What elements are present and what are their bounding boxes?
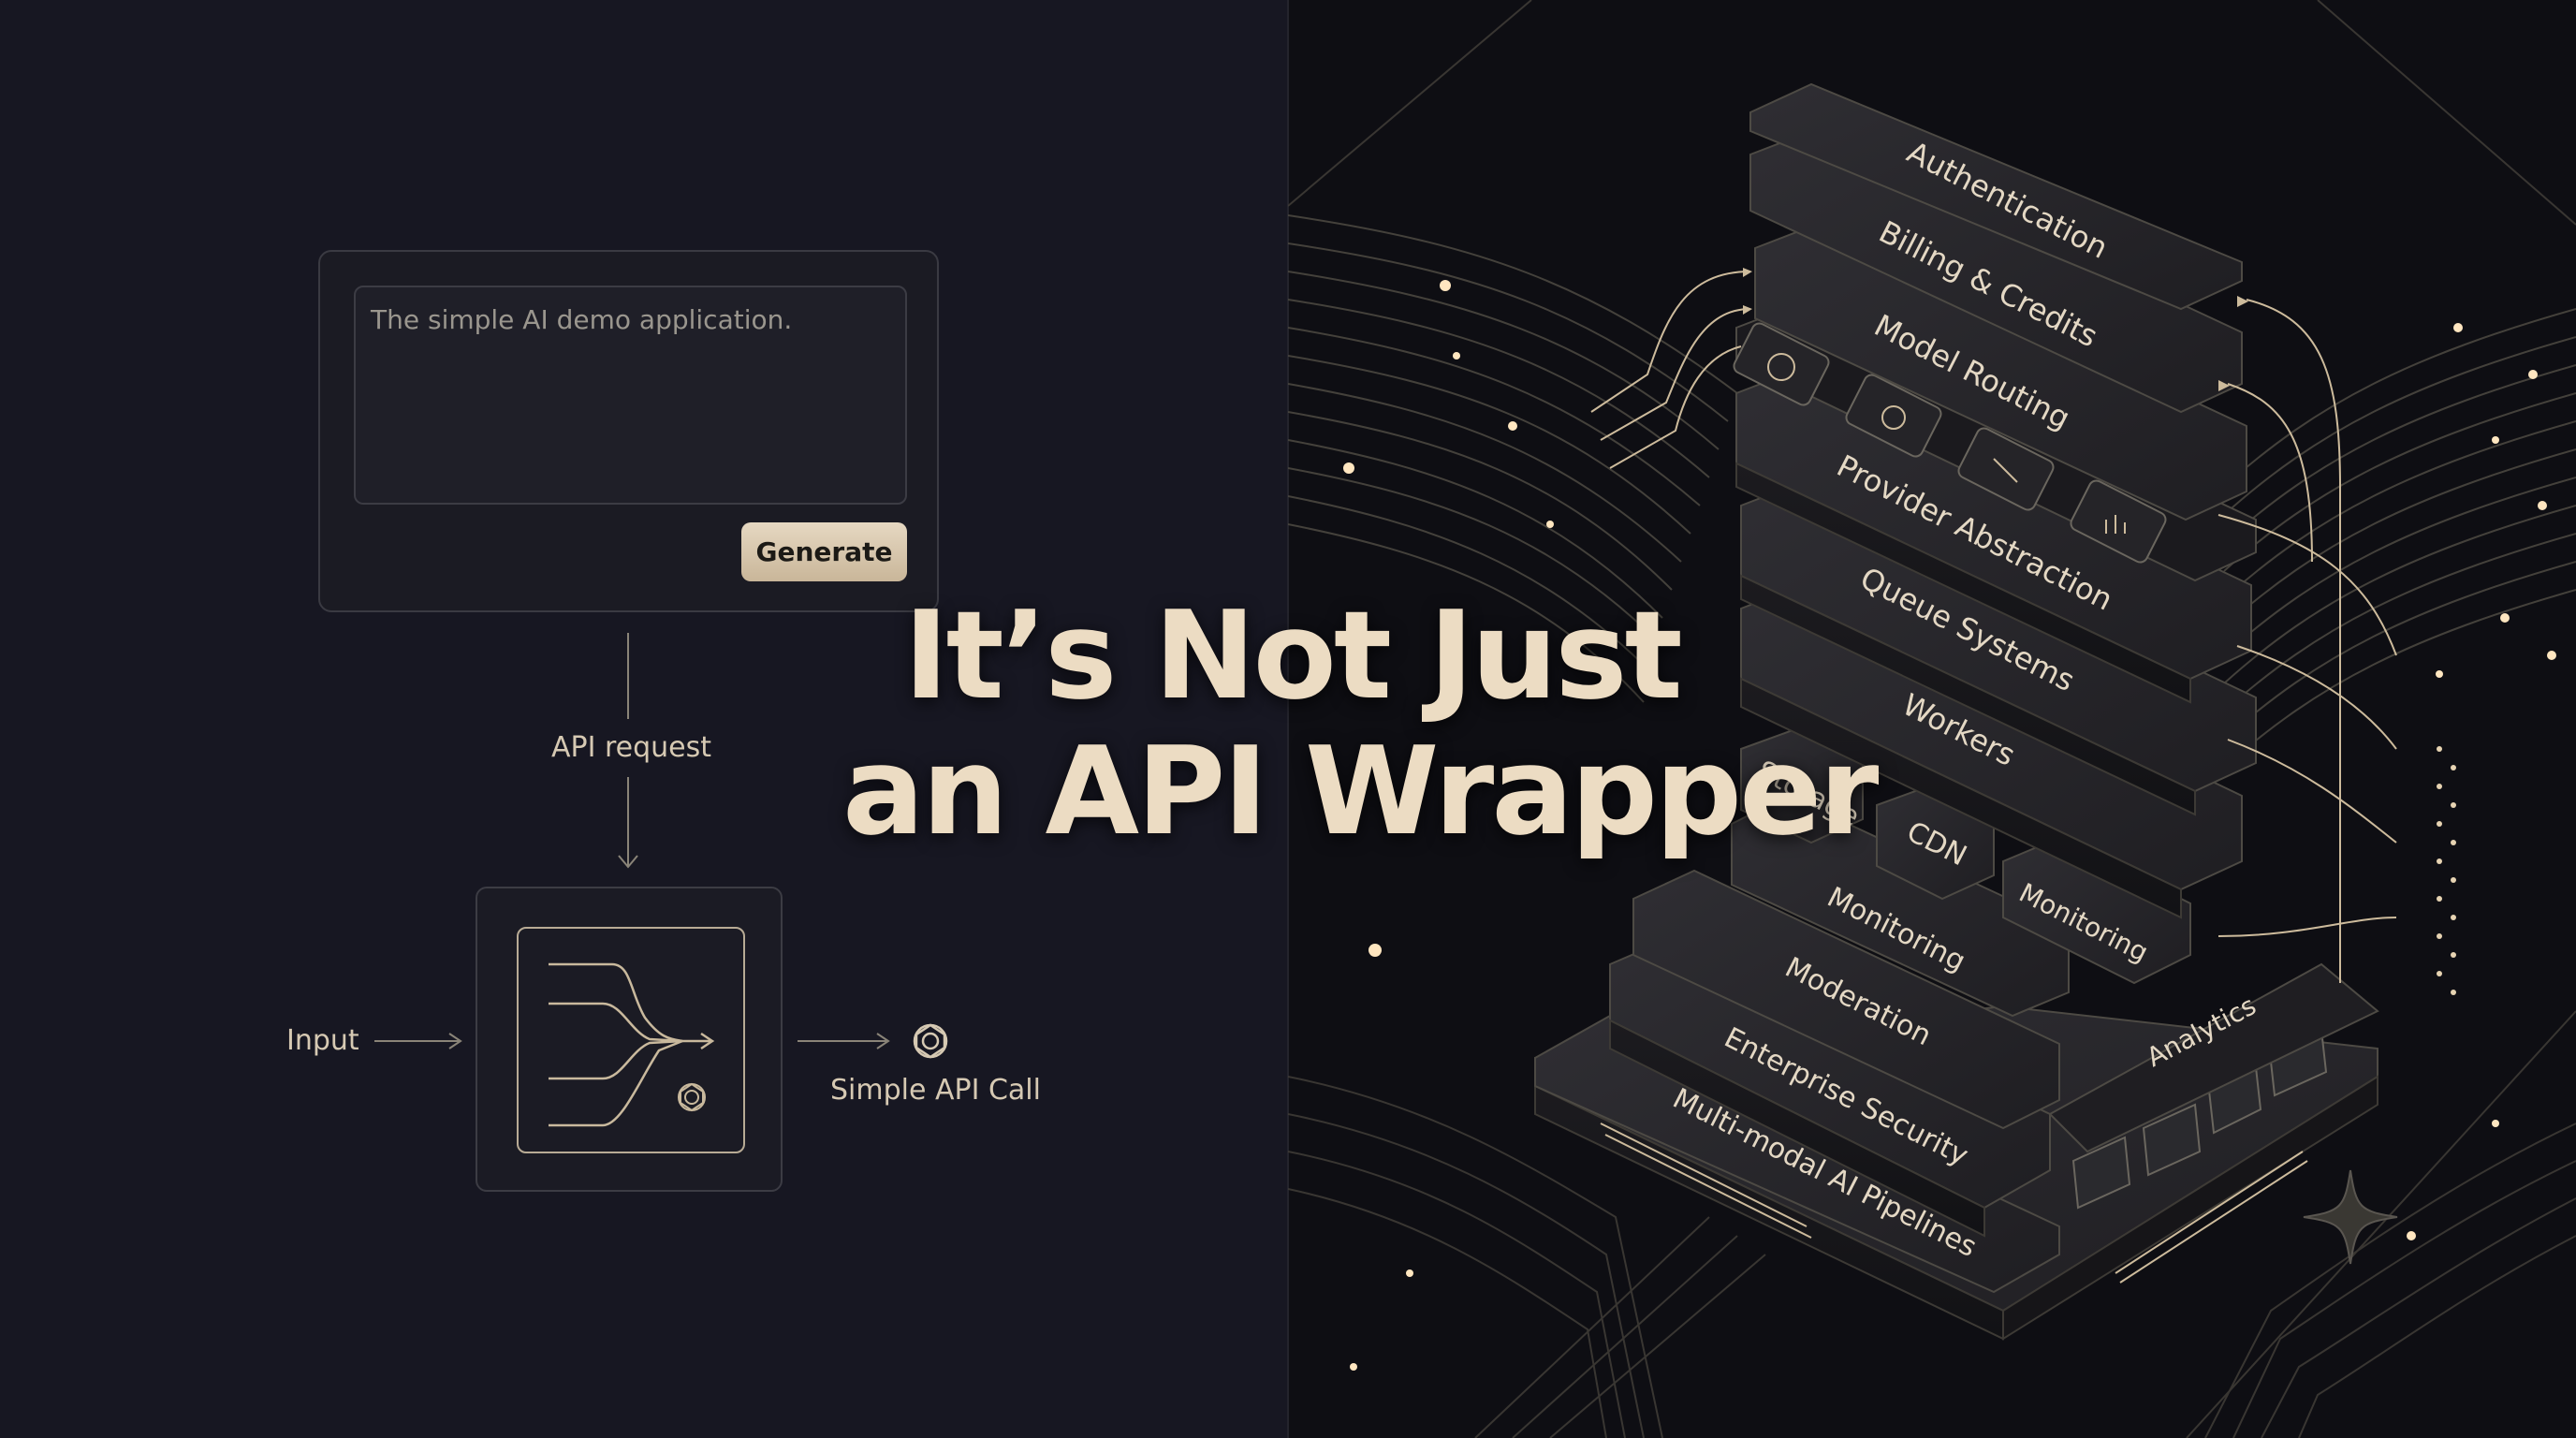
api-request-line-bottom — [627, 777, 629, 867]
router-diagram — [517, 927, 745, 1153]
provider-icon-tray — [1733, 302, 2257, 582]
panel-divider — [1287, 0, 1289, 1438]
wand-icon — [1957, 427, 2055, 511]
api-request-label: API request — [551, 731, 712, 764]
left-panel — [0, 0, 1288, 1438]
circuit-background — [1288, 0, 2576, 1438]
arrow-down-icon — [618, 855, 638, 869]
api-request-line-top — [627, 633, 629, 719]
prompt-textarea[interactable]: The simple AI demo application. — [354, 286, 907, 505]
headline-line-1: It’s Not Just — [903, 584, 1683, 726]
openai-logo-icon — [678, 1082, 706, 1112]
input-label: Input — [286, 1024, 359, 1057]
flower-logo-icon — [1845, 374, 1942, 458]
api-router-box — [476, 887, 783, 1192]
sparkle-icon — [2303, 1169, 2398, 1265]
output-arrow-icon — [798, 1033, 890, 1049]
input-arrow-icon — [374, 1033, 462, 1049]
routing-lines — [549, 962, 715, 1127]
bar-chart-icon — [2070, 479, 2167, 564]
layer-storage: Storage — [1740, 728, 1865, 844]
simple-api-call-label: Simple API Call — [830, 1074, 1041, 1107]
openai-logo-icon — [913, 1023, 948, 1059]
demo-app-card: The simple AI demo application. Generate — [318, 250, 939, 612]
headline-line-2: an API Wrapper — [842, 720, 1879, 862]
generate-button[interactable]: Generate — [741, 522, 907, 581]
openai-logo-icon — [1733, 322, 1830, 406]
